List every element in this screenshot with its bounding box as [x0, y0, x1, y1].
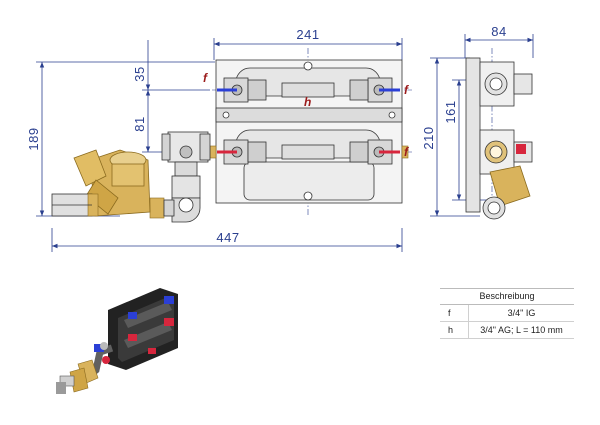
dimension-label-241: 241	[296, 27, 319, 42]
dimension-35: 35	[132, 40, 210, 91]
manifold-side-view	[465, 57, 533, 220]
dimension-210: 210	[421, 57, 480, 217]
legend-table: Beschreibung f 3/4" IG h 3/4" AG; L = 11…	[440, 288, 574, 339]
dimension-label-189: 189	[26, 127, 41, 150]
callout-f-top-right: f	[404, 83, 409, 97]
callout-f-top-left: f	[203, 71, 208, 85]
dimension-447: 447	[51, 228, 403, 252]
dimension-189: 189	[26, 61, 215, 217]
legend-row: f 3/4" IG	[440, 304, 574, 322]
legend-key: h	[440, 321, 469, 339]
dimension-84: 84	[464, 24, 534, 58]
dimension-label-210: 210	[421, 126, 436, 149]
dimension-label-84: 84	[491, 24, 506, 39]
valve-assembly-left	[51, 131, 211, 223]
dimension-label-35: 35	[132, 66, 147, 81]
legend-key: f	[440, 304, 469, 322]
legend-title: Beschreibung	[440, 288, 574, 305]
dimension-241: 241	[213, 27, 403, 60]
dimension-label-161: 161	[443, 100, 458, 123]
legend-value: 3/4" AG; L = 110 mm	[468, 321, 574, 339]
legend-row: h 3/4" AG; L = 110 mm	[440, 321, 574, 339]
isometric-preview	[56, 288, 178, 394]
manifold-front-view	[209, 59, 409, 204]
callout-f-bottom-right: f	[404, 145, 409, 159]
dimension-label-81: 81	[132, 116, 147, 131]
legend-value: 3/4" IG	[468, 304, 574, 322]
callout-h: h	[304, 95, 311, 109]
dimension-81: 81	[132, 90, 210, 153]
dimension-label-447: 447	[216, 230, 239, 245]
